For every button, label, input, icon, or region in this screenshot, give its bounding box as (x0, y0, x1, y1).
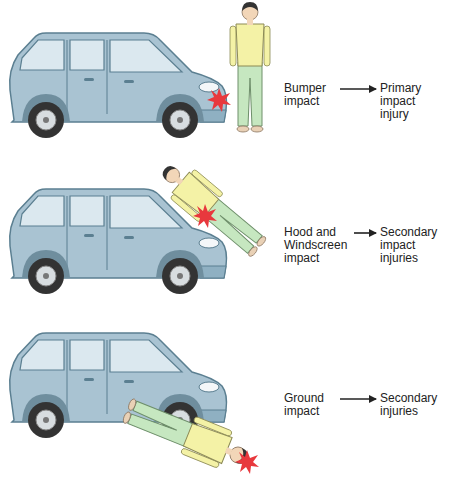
label-text: Bumper impact (284, 82, 336, 108)
label-text: Primary impact injury (380, 82, 444, 121)
injury-label: Secondary impact injuries (380, 226, 444, 265)
arrow (354, 232, 376, 234)
label-text: Ground impact (284, 392, 336, 418)
impact-mark (193, 204, 217, 228)
pedestrian-standing (230, 2, 270, 132)
pedestrian-on-hood (153, 154, 272, 262)
impact-mark (207, 88, 231, 112)
injury-label: Secondary injuries (380, 392, 444, 418)
impact-mark (235, 450, 259, 474)
arrow (340, 88, 376, 90)
label-text: Secondary injuries (380, 392, 444, 418)
label-text: Secondary impact injuries (380, 226, 444, 265)
arrow (340, 398, 376, 400)
label-text: Hood and Windscreen impact (284, 226, 350, 265)
injury-label: Primary impact injury (380, 82, 444, 121)
impact-label: Ground impact (284, 392, 336, 418)
pedestrian-on-ground (119, 392, 255, 478)
impact-label: Bumper impact (284, 82, 336, 108)
car (10, 333, 227, 438)
car (10, 33, 227, 138)
impact-label: Hood and Windscreen impact (284, 226, 350, 265)
